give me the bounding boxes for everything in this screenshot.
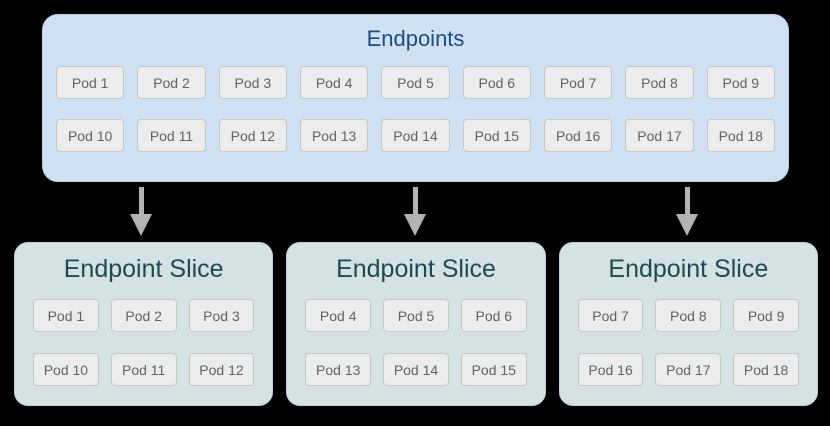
pod-box: Pod 16 — [543, 119, 613, 152]
slice-3-pod-row-2: Pod 16 Pod 17 Pod 18 — [577, 353, 799, 386]
pod-box: Pod 6 — [462, 66, 531, 99]
endpoints-box: Endpoints Pod 1 Pod 2 Pod 3 Pod 4 Pod 5 Pod 6… — [42, 14, 789, 182]
pod-box: Pod 11 — [110, 353, 177, 386]
down-arrow-3 — [676, 187, 698, 236]
pod-box: Pod 9 — [706, 66, 775, 99]
pod-box: Pod 8 — [655, 299, 722, 332]
pod-box: Pod 13 — [299, 119, 369, 152]
pod-box: Pod 6 — [460, 299, 527, 332]
pod-box: Pod 3 — [218, 66, 287, 99]
pod-box: Pod 5 — [381, 66, 450, 99]
pod-box: Pod 14 — [381, 119, 450, 152]
pod-box: Pod 17 — [655, 353, 722, 386]
down-arrow-1 — [130, 187, 152, 236]
endpoints-title: Endpoints — [366, 26, 465, 51]
down-arrow-head — [676, 214, 698, 236]
pod-box: Pod 7 — [543, 66, 613, 99]
slice-3-pod-row-1: Pod 7 Pod 8 Pod 9 — [577, 299, 799, 332]
pod-box: Pod 4 — [305, 299, 372, 332]
down-arrow-shaft — [138, 187, 144, 214]
pod-box: Pod 12 — [218, 119, 287, 152]
pod-box: Pod 3 — [188, 299, 255, 332]
pod-box: Pod 10 — [33, 353, 99, 386]
endpoints-pod-row-2: Pod 10 Pod 11 Pod 12 Pod 13 Pod 14 Pod 15 Pod … — [56, 119, 775, 152]
pod-box: Pod 12 — [188, 353, 255, 386]
pod-box: Pod 1 — [33, 299, 99, 332]
pod-box: Pod 2 — [137, 66, 206, 99]
pod-box: Pod 8 — [625, 66, 694, 99]
slice-2-pod-row-2: Pod 13 Pod 14 Pod 15 — [305, 353, 527, 386]
down-arrow-shaft — [684, 187, 690, 214]
pod-box: Pod 15 — [460, 353, 527, 386]
pod-box: Pod 10 — [56, 119, 125, 152]
down-arrow-head — [404, 214, 426, 236]
down-arrow-2 — [404, 187, 426, 236]
pod-box: Pod 14 — [383, 353, 449, 386]
pod-box: Pod 5 — [383, 299, 449, 332]
pod-box: Pod 17 — [625, 119, 694, 152]
endpoint-slice-title: Endpoint Slice — [608, 255, 769, 283]
down-arrow-shaft — [412, 187, 418, 214]
endpoint-slice-title: Endpoint Slice — [336, 255, 496, 283]
endpoints-pod-row-1: Pod 1 Pod 2 Pod 3 Pod 4 Pod 5 Pod 6 Pod 7 Pod 8… — [56, 66, 775, 99]
pod-box: Pod 18 — [706, 119, 775, 152]
pod-box: Pod 18 — [733, 353, 799, 386]
down-arrow-head — [130, 214, 152, 236]
endpoint-slice-title: Endpoint Slice — [63, 255, 224, 283]
pod-box: Pod 11 — [137, 119, 206, 152]
slice-2-pod-row-1: Pod 4 Pod 5 Pod 6 — [305, 299, 527, 332]
pod-box: Pod 2 — [110, 299, 177, 332]
pod-box: Pod 7 — [577, 299, 644, 332]
pod-box: Pod 16 — [577, 353, 644, 386]
pod-box: Pod 1 — [56, 66, 125, 99]
pod-box: Pod 15 — [462, 119, 531, 152]
pod-box: Pod 9 — [733, 299, 799, 332]
pod-box: Pod 13 — [305, 353, 372, 386]
slice-1-pod-row-2: Pod 10 Pod 11 Pod 12 — [33, 353, 255, 386]
pod-box: Pod 4 — [299, 66, 369, 99]
slice-1-pod-row-1: Pod 1 Pod 2 Pod 3 — [33, 299, 255, 332]
